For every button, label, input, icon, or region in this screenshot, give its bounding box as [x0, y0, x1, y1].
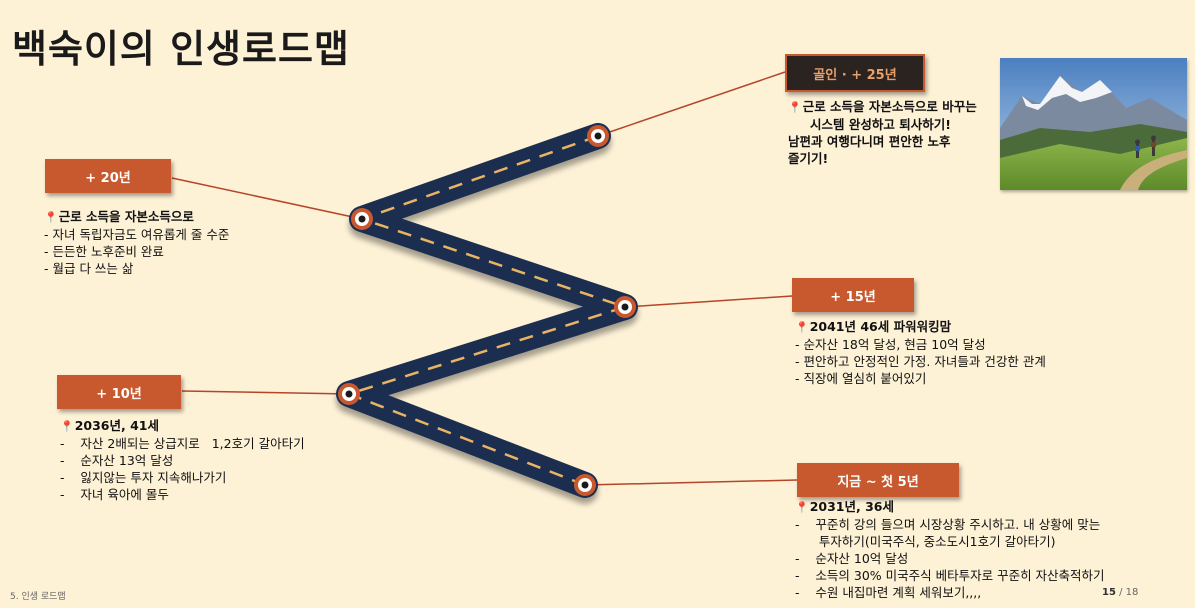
list-item: 📍근로 소득을 자본소득으로 바꾸는	[788, 99, 977, 114]
waypoint-15y	[614, 296, 636, 318]
milestone-10y-text: + 10년	[96, 386, 142, 402]
list-item: - 꾸준히 강의 들으며 시장상황 주시하고. 내 상황에 맞는	[795, 517, 1101, 532]
waypoint-20y	[351, 208, 373, 230]
milestone-now-text-block: 📍2031년, 36세 - 꾸준히 강의 들으며 시장상황 주시하고. 내 상황…	[795, 498, 1105, 601]
list-item: 📍2041년 46세 파워워킹맘	[795, 319, 952, 334]
list-item: - 수원 내집마련 계획 세워보기,,,,	[795, 585, 982, 600]
list-item: 📍2031년, 36세	[795, 499, 894, 514]
road	[336, 123, 638, 498]
milestone-20y-label: + 20년	[45, 159, 171, 193]
waypoint-now	[574, 474, 596, 496]
connector-now	[584, 479, 798, 486]
list-item: - 잃지않는 투자 지속해나가기	[60, 470, 227, 485]
mountain-hikers-image	[1000, 58, 1187, 190]
milestone-20y-text: + 20년	[85, 170, 131, 186]
page-title: 백숙이의 인생로드맵	[12, 27, 350, 71]
connector-15y	[624, 295, 793, 308]
page-total: 18	[1125, 587, 1139, 598]
milestone-20y-text-block: 📍근로 소득을 자본소득으로 - 자녀 독립자금도 여유롭게 줄 수준 - 든든…	[44, 208, 229, 277]
connector-20y	[171, 177, 363, 220]
pin-icon: 📍	[60, 420, 74, 433]
milestone-now-text: 지금 ~ 첫 5년	[837, 474, 919, 490]
milestone-10y-label: + 10년	[57, 375, 181, 409]
list-item: 남편과 여행다니며 편안한 노후	[788, 134, 951, 149]
list-item: - 직장에 열심히 붙어있기	[795, 371, 927, 386]
milestone-15y-label: + 15년	[792, 278, 914, 312]
list-item: 📍2036년, 41세	[60, 418, 159, 433]
road-centerline	[347, 134, 627, 487]
list-item: 시스템 완성하고 퇴사하기!	[810, 117, 951, 132]
list-item: 📍근로 소득을 자본소득으로	[44, 209, 194, 224]
milestone-15y-text: + 15년	[830, 289, 876, 305]
list-item: 즐기기!	[788, 151, 829, 166]
milestone-goal-text: 골인 · + 25년	[813, 67, 897, 83]
pin-icon: 📍	[795, 321, 809, 334]
milestone-10y-text-block: 📍2036년, 41세 - 자산 2배되는 상급지로 1,2호기 갈아타기 - …	[60, 417, 305, 503]
waypoint-10y	[338, 383, 360, 405]
list-item: - 편안하고 안정적인 가정. 자녀들과 건강한 관계	[795, 354, 1046, 369]
page-separator: /	[1119, 587, 1123, 598]
list-item: - 든든한 노후준비 완료	[44, 244, 164, 259]
page-current: 15	[1102, 587, 1116, 598]
connector-10y	[181, 390, 350, 395]
milestone-goal-text-block: 📍근로 소득을 자본소득으로 바꾸는 시스템 완성하고 퇴사하기! 남편과 여행…	[788, 98, 977, 167]
list-item: - 자산 2배되는 상급지로 1,2호기 갈아타기	[60, 436, 305, 451]
list-item: - 월급 다 쓰는 삶	[44, 261, 134, 276]
list-item: - 자녀 육아에 몰두	[60, 487, 169, 502]
list-item: - 순자산 18억 달성, 현금 10억 달성	[795, 337, 986, 352]
list-item: - 순자산 13억 달성	[60, 453, 174, 468]
list-item: - 자녀 독립자금도 여유롭게 줄 수준	[44, 227, 230, 242]
list-item: - 소득의 30% 미국주식 베타투자로 꾸준히 자산축적하기	[795, 568, 1105, 583]
pin-icon: 📍	[795, 501, 809, 514]
list-item: - 순자산 10억 달성	[795, 551, 909, 566]
waypoint-goal	[587, 125, 609, 147]
milestone-goal-label: 골인 · + 25년	[785, 54, 925, 92]
page-number: 15 / 18	[1102, 587, 1138, 598]
pin-icon: 📍	[788, 101, 802, 114]
list-item: 투자하기(미국주식, 중소도시1호기 갈아타기)	[795, 534, 1056, 549]
connector-goal	[597, 71, 786, 137]
milestone-15y-text-block: 📍2041년 46세 파워워킹맘 - 순자산 18억 달성, 현금 10억 달성…	[795, 318, 1046, 387]
milestone-now-label: 지금 ~ 첫 5년	[797, 463, 959, 497]
pin-icon: 📍	[44, 211, 58, 224]
footer-section-label: 5. 인생 로드맵	[10, 592, 66, 602]
